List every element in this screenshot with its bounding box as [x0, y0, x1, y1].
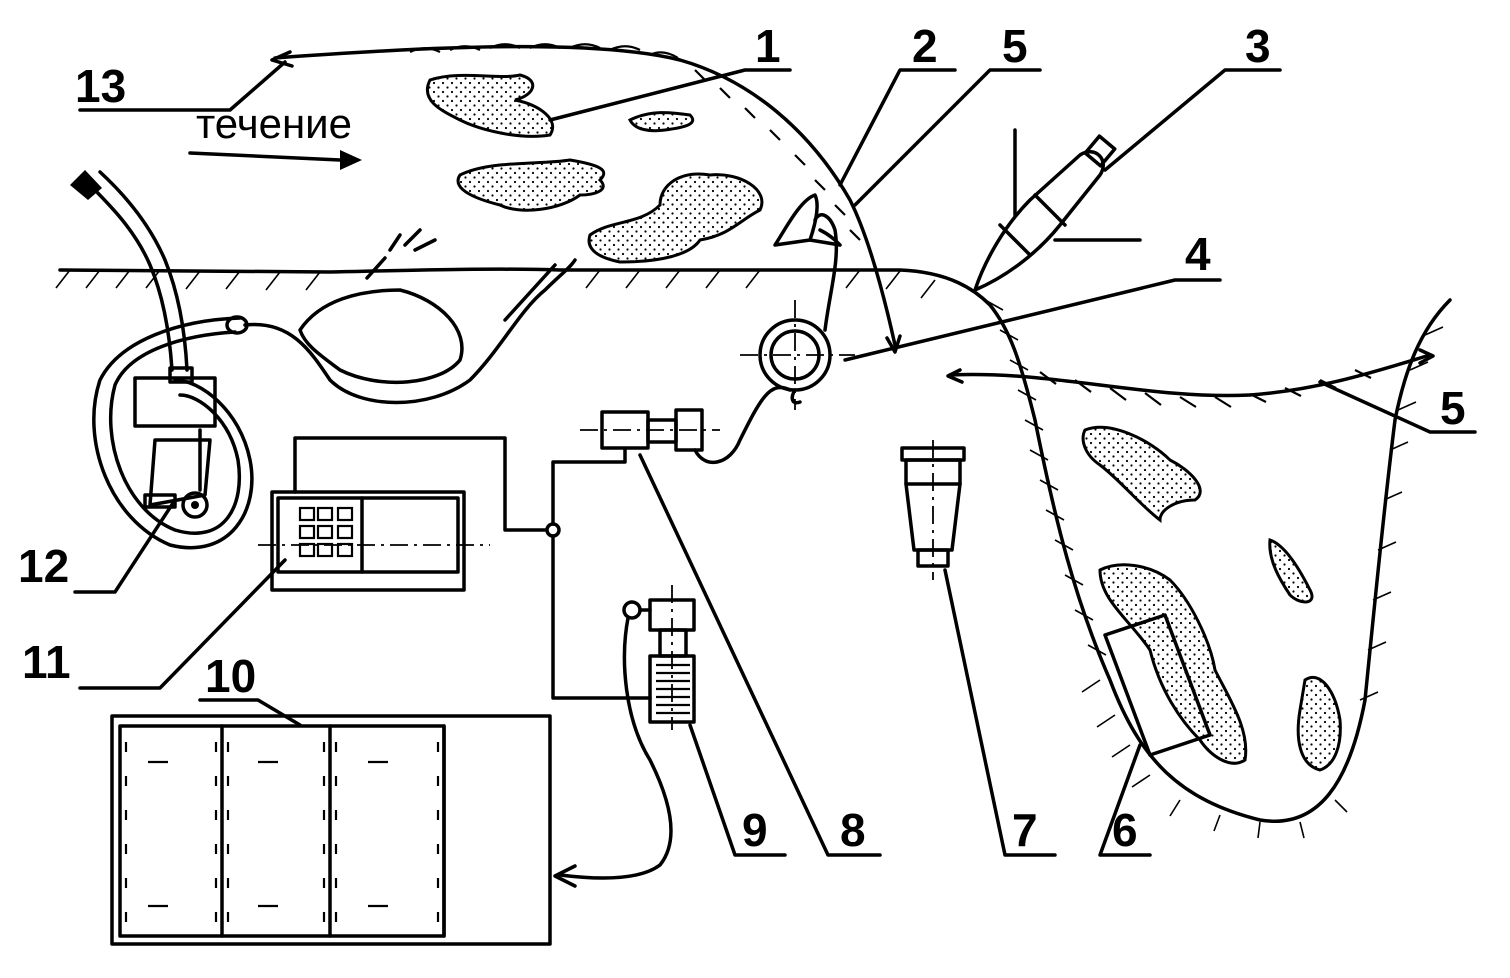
callout-6: 6	[1112, 804, 1138, 856]
callout-1: 1	[755, 20, 781, 72]
device-9	[553, 585, 696, 888]
tank-10	[110, 714, 552, 946]
callout-12: 12	[18, 540, 69, 592]
flow-label: течение	[196, 100, 352, 147]
callout-leaders	[73, 60, 1477, 857]
hose-loop	[70, 170, 577, 550]
lamp-float	[773, 193, 842, 247]
device-8	[580, 385, 792, 465]
callout-5-right: 5	[1440, 382, 1466, 434]
callout-5-top: 5	[1002, 20, 1028, 72]
callout-4: 4	[1185, 228, 1211, 280]
control-box	[258, 436, 547, 592]
callout-8: 8	[840, 804, 866, 856]
callout-7: 7	[1012, 804, 1038, 856]
container-6	[1103, 613, 1212, 757]
callout-13: 13	[75, 60, 126, 112]
cable-top	[270, 43, 902, 354]
flow-arrow	[188, 150, 362, 170]
wiring	[545, 448, 652, 700]
debris-rocks	[425, 73, 1342, 772]
lamp-7	[900, 440, 966, 580]
pump-unit	[133, 366, 217, 519]
callout-11: 11	[22, 636, 71, 688]
callout-2: 2	[912, 20, 938, 72]
hydrophone-ring	[740, 213, 855, 410]
bed-hatching	[55, 269, 1444, 839]
callout-9: 9	[742, 804, 768, 856]
cable-pit	[946, 348, 1435, 408]
callout-10: 10	[205, 650, 256, 702]
callout-3: 3	[1245, 20, 1271, 72]
callouts: 1 2 5 3 4 5 13 12 11 10 9 8 7 6	[18, 20, 1466, 856]
riverbed-line	[58, 267, 1452, 823]
underwater-vehicle	[973, 128, 1142, 292]
